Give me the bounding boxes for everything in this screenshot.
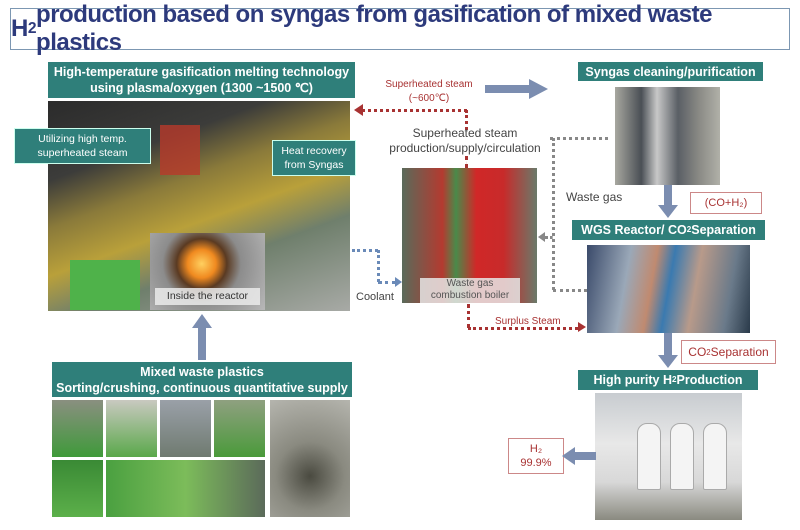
h2-purity-value: 99.9%: [520, 457, 552, 469]
arrow-left-icon: [354, 104, 363, 116]
h2-header-sub: 2: [671, 375, 677, 384]
gray-dotted-line: [545, 236, 553, 239]
coolant-dotted-line: [352, 249, 378, 252]
surplus-dotted-line: [467, 304, 470, 328]
gray-dotted-line: [552, 138, 555, 290]
co2-sub: 2: [706, 347, 711, 357]
h2-header-text2: Production: [676, 373, 743, 387]
superheated-steam-text: Superheated steam: [385, 79, 473, 90]
gasification-header: High-temperature gasification melting te…: [48, 62, 355, 98]
plastics-photo: [106, 400, 157, 457]
plastics-photo: [214, 400, 265, 457]
plastics-header: Mixed waste plastics Sorting/crushing, c…: [52, 362, 352, 397]
steam-production-label: Superheated steam production/supply/circ…: [389, 126, 541, 155]
wgs-reactor-photo: [587, 245, 750, 333]
gray-dotted-line: [550, 137, 608, 140]
plastics-photo: [160, 400, 211, 457]
arrow-left-icon: [562, 447, 596, 465]
steam-dotted-line: [465, 110, 468, 130]
label-heat-recovery: Heat recovery from Syngas: [272, 140, 356, 176]
plastics-photo: [106, 460, 265, 517]
coolant-dotted-line: [377, 250, 380, 282]
arrow-right-icon: [578, 322, 586, 332]
waste-gas-label: Waste gas: [566, 190, 623, 204]
h2-purity-box: H₂ 99.9%: [508, 438, 564, 474]
gasification-header-line2: using plasma/oxygen (1300 ~1500 ℃): [90, 81, 313, 95]
reactor-inside-photo: Inside the reactor: [150, 233, 265, 310]
arrow-up-icon: [192, 314, 212, 360]
boiler-label: Waste gas combustion boiler: [420, 278, 520, 303]
superheated-steam-label: Superheated steam (~600℃): [372, 78, 486, 106]
label-superheated-steam: Utilizing high temp. superheated steam: [14, 128, 151, 164]
co2-text: CO: [688, 345, 707, 359]
coolant-dotted-line: [378, 281, 396, 284]
arrow-down-icon: [658, 333, 678, 368]
label-inside-reactor: Inside the reactor: [155, 288, 260, 305]
surplus-dotted-line: [468, 327, 578, 330]
plastics-header-line2: Sorting/crushing, continuous quantitativ…: [56, 380, 348, 395]
coolant-label: Coolant: [356, 291, 394, 303]
wgs-header-sub: 2: [686, 225, 692, 234]
syngas-header: Syngas cleaning/purification: [578, 62, 763, 81]
title-sub: 2: [27, 20, 37, 37]
steam-dotted-line: [362, 109, 467, 112]
title-text: production based on syngas from gasifica…: [36, 1, 712, 56]
arrow-right-icon: [395, 277, 402, 287]
syngas-cleaning-photo: [615, 87, 720, 185]
co-h2-label: (CO+H₂): [690, 192, 762, 214]
steam-temp-text: (~600℃): [408, 93, 450, 104]
plastics-photo-grid: [52, 400, 265, 517]
green-stairs-photo-detail: [70, 260, 140, 310]
wgs-header-text2: Separation: [691, 223, 756, 237]
arrow-right-icon: [485, 79, 548, 99]
co2-text2: Separation: [710, 345, 769, 359]
h2-purity-label: H₂: [529, 443, 543, 455]
plastics-header-line1: Mixed waste plastics: [140, 364, 264, 379]
surplus-steam-label: Surplus Steam: [495, 316, 561, 327]
title-h: H: [11, 15, 28, 42]
gasification-header-line1: High-temperature gasification melting te…: [53, 65, 350, 79]
gray-dotted-line: [553, 289, 587, 292]
h2-tank-photo-detail: [637, 423, 661, 490]
plastic-flakes-photo: [270, 400, 350, 517]
boiler-photo: Waste gas combustion boiler: [402, 168, 537, 303]
steam-dotted-line: [465, 156, 468, 168]
arrow-down-icon: [658, 185, 678, 218]
h2-tank-photo-detail: [670, 423, 694, 490]
h2-header-text: High purity H: [593, 373, 672, 387]
plastics-photo: [52, 400, 103, 457]
red-equipment-photo-detail: [160, 125, 200, 175]
h2-production-photo: [595, 393, 742, 520]
h2-tank-photo-detail: [703, 423, 727, 490]
arrow-left-icon: [538, 232, 545, 242]
wgs-header-text: WGS Reactor/ CO: [581, 223, 687, 237]
plastics-photo: [52, 460, 103, 517]
